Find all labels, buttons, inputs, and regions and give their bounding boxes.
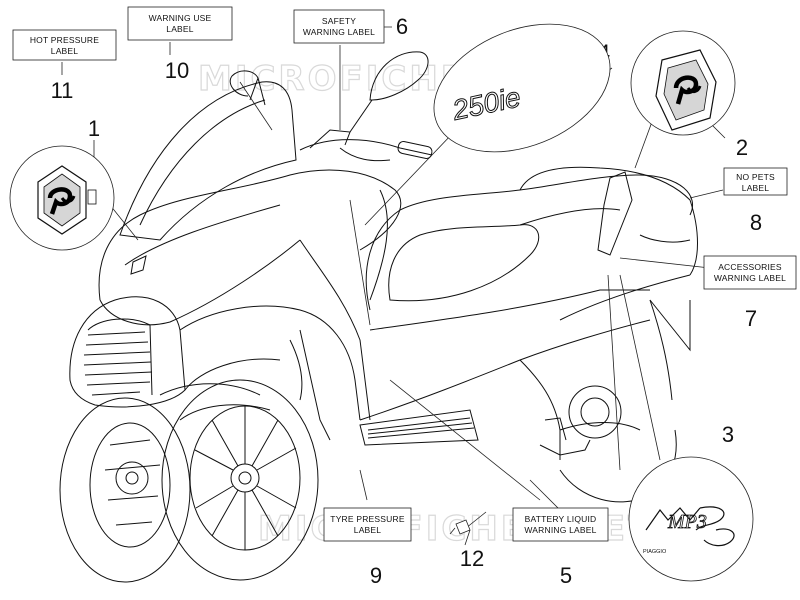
callout-11: HOT PRESSURE LABEL 11 — [12, 29, 117, 103]
callout-number-7: 7 — [745, 306, 757, 331]
callout-8: NO PETS LABEL 8 — [723, 167, 788, 235]
callout-4-oval — [433, 23, 611, 153]
label-10-line-2: LABEL — [166, 24, 194, 34]
callout-3: 3 MP3 PIAGGIO — [628, 422, 754, 582]
label-5-line-1: BATTERY LIQUID — [525, 514, 597, 524]
callout-number-9: 9 — [370, 563, 382, 588]
callout-number-3: 3 — [722, 422, 734, 447]
callout-number-8: 8 — [750, 210, 762, 235]
label-7-line-1: ACCESSORIES — [718, 262, 782, 272]
label-5-line-2: WARNING LABEL — [524, 525, 596, 535]
callout-number-10: 10 — [165, 58, 189, 83]
callout-10: WARNING USE LABEL 10 — [127, 6, 233, 83]
callout-1: 1 — [9, 116, 115, 251]
clip-icon — [449, 511, 487, 535]
callout-number-5: 5 — [560, 563, 572, 588]
label-11-line-2: LABEL — [51, 46, 79, 56]
label-9-line-2: LABEL — [354, 525, 382, 535]
callout-6: SAFETY WARNING LABEL 6 — [293, 9, 408, 44]
callout-2: 2 — [630, 30, 748, 160]
mp3-decal: MP3 PIAGGIO — [643, 506, 735, 555]
callout-4: 4 250ie — [433, 23, 611, 153]
label-8-line-2: LABEL — [742, 183, 770, 193]
label-6-line-1: SAFETY — [322, 16, 356, 26]
label-7-line-2: WARNING LABEL — [714, 273, 786, 283]
label-6-line-2: WARNING LABEL — [303, 27, 375, 37]
callout-number-6: 6 — [396, 14, 408, 39]
callout-number-2: 2 — [736, 135, 748, 160]
label-10-line-1: WARNING USE — [149, 13, 212, 23]
callout-5: BATTERY LIQUID WARNING LABEL 5 — [512, 507, 609, 588]
label-11-line-1: HOT PRESSURE — [30, 35, 99, 45]
callout-number-1: 1 — [88, 116, 100, 141]
label-8-line-1: NO PETS — [736, 172, 775, 182]
scooter-drawing — [59, 51, 698, 583]
mp3-text: MP3 — [667, 511, 707, 533]
label-9-line-1: TYRE PRESSURE — [330, 514, 405, 524]
leader-lines — [61, 26, 726, 546]
callout-number-12: 12 — [460, 546, 484, 571]
callout-number-11: 11 — [51, 78, 74, 103]
piaggio-emblem-icon — [655, 49, 717, 131]
callout-9: TYRE PRESSURE LABEL 9 — [323, 507, 412, 588]
callout-12: 12 — [449, 511, 487, 571]
piaggio-emblem-icon — [37, 165, 97, 235]
brand-text: PIAGGIO — [643, 549, 667, 555]
callout-7: ACCESSORIES WARNING LABEL 7 — [703, 255, 797, 331]
